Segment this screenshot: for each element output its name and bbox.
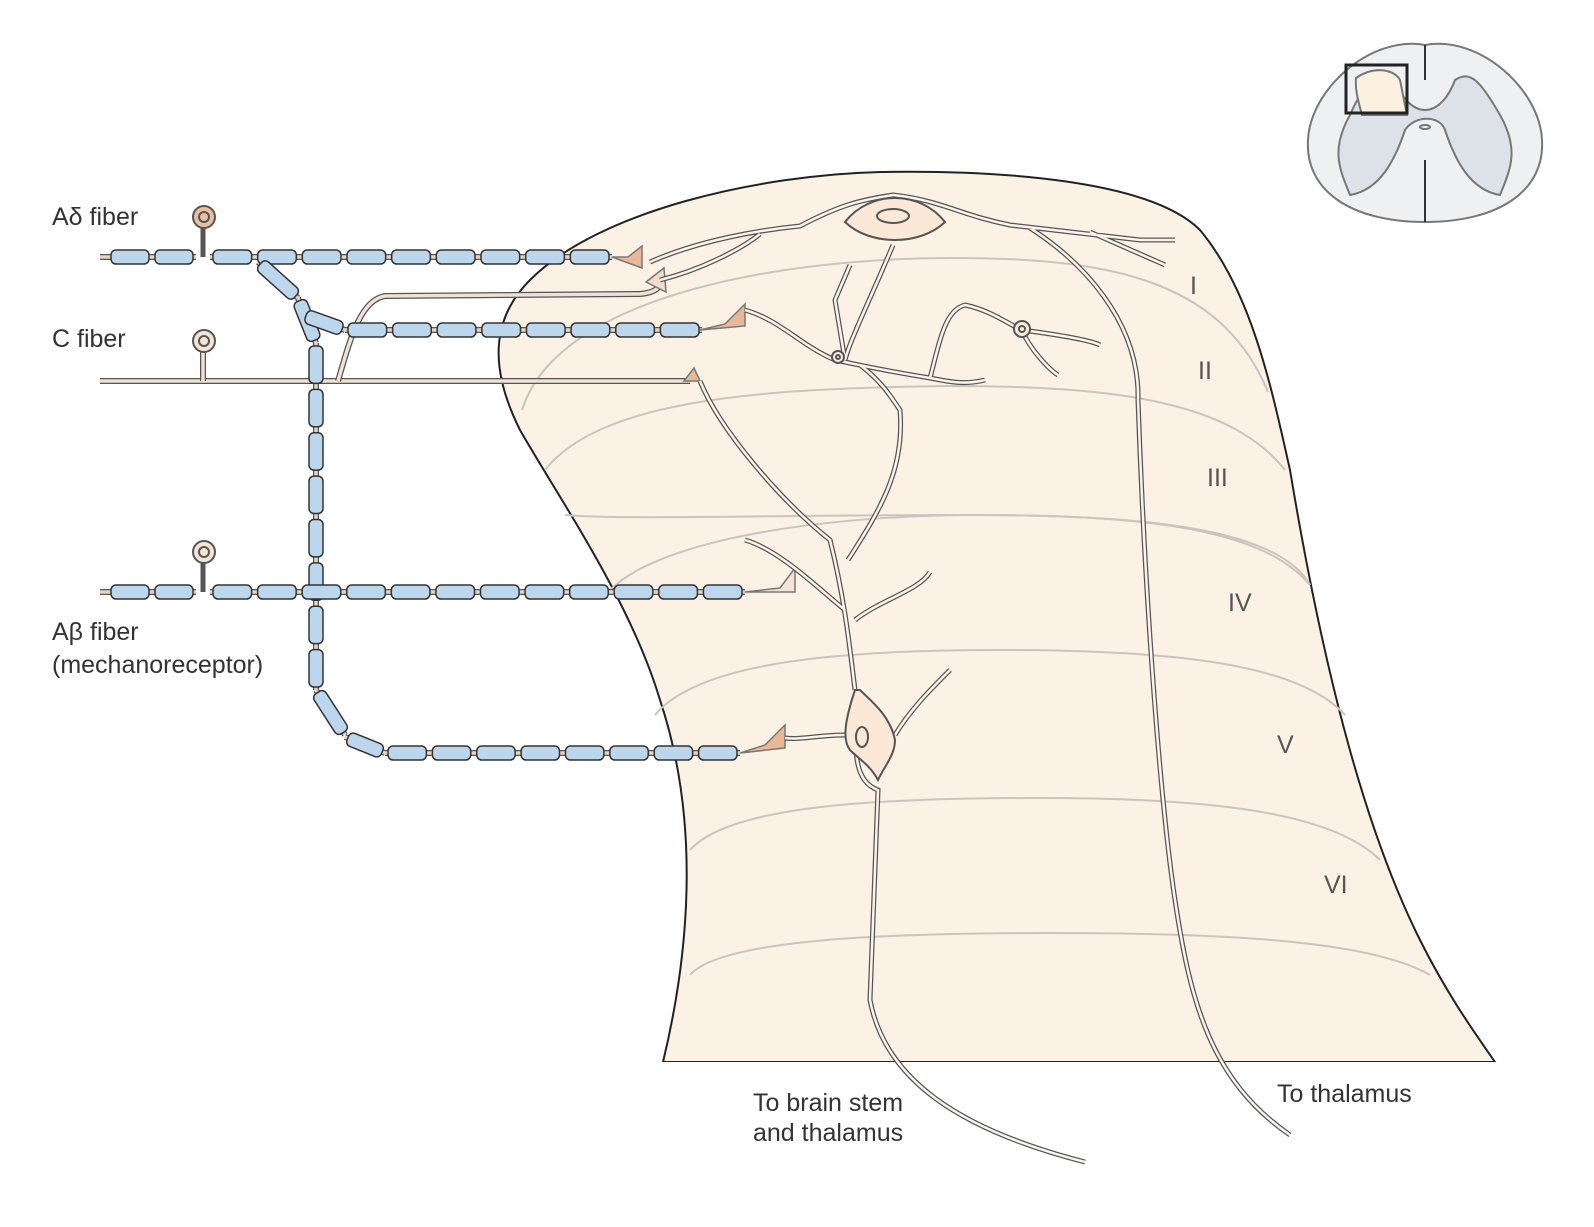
inset-highlight-box	[1344, 63, 1409, 115]
myelin-segment	[431, 745, 472, 761]
myelin-segment	[653, 745, 694, 761]
myelin-segment	[524, 249, 566, 265]
lamina-label-4: IV	[1228, 589, 1252, 617]
myelin-segment	[110, 249, 150, 265]
myelin-segment	[697, 745, 738, 761]
myelin-segment	[702, 584, 743, 600]
myelin-segment	[256, 260, 300, 300]
myelin-segment	[308, 605, 324, 645]
myelin-segment	[568, 584, 609, 600]
myelin-segment	[345, 584, 387, 600]
myelin-segment	[308, 518, 324, 558]
myelin-segment	[308, 345, 324, 385]
myelin-segment	[658, 584, 699, 600]
drg-cell-bodies	[192, 205, 216, 592]
myelin-segment	[154, 584, 194, 600]
myelin-segment	[481, 322, 522, 338]
myelin-segment	[312, 689, 349, 736]
myelin-segment	[387, 745, 428, 761]
myelin-segment	[308, 648, 324, 688]
myelin-segment	[659, 322, 700, 338]
myelin-segment	[520, 745, 561, 761]
myelin-segment	[390, 584, 431, 600]
myelin-segment	[212, 584, 253, 600]
dorsal-horn	[497, 170, 1497, 1063]
thalamus-output-label: To thalamus	[1277, 1080, 1412, 1108]
myelin-segment	[256, 584, 297, 600]
lamina-label-1: I	[1190, 272, 1197, 300]
myelin-segment	[110, 584, 150, 600]
myelin-segment	[613, 584, 654, 600]
myelin-segment	[345, 732, 385, 758]
myelin-segment	[308, 475, 324, 515]
lamina-label-5: V	[1277, 731, 1294, 759]
myelin-segment	[435, 249, 476, 265]
myelin-segment	[301, 249, 342, 265]
myelin-segment	[308, 432, 324, 471]
brainstem-output-label-2: and thalamus	[753, 1119, 904, 1147]
myelin-segment	[212, 249, 253, 265]
myelin-segment	[391, 322, 432, 338]
a-beta-fiber-label: Aβ fiber	[52, 618, 139, 646]
a-beta-fiber-sublabel: (mechanoreceptor)	[52, 651, 264, 679]
synaptic-terminals	[611, 244, 796, 754]
myelin-segment	[308, 388, 324, 428]
lamina-boundaries	[521, 256, 1431, 976]
myelin-segment	[436, 322, 477, 338]
c-fiber-label: C fiber	[52, 325, 126, 353]
myelin-segment	[435, 584, 476, 600]
myelin-segment	[570, 322, 611, 338]
myelin-segment	[480, 249, 521, 265]
myelin-segment	[346, 249, 387, 265]
myelin-segment	[304, 310, 344, 335]
myelin-segment	[569, 249, 610, 265]
myelin-segment	[524, 584, 565, 600]
myelin-segment	[615, 322, 656, 338]
brainstem-output-label-1: To brain stem	[753, 1089, 904, 1117]
lamina-label-2: II	[1198, 357, 1212, 385]
myelin-segment	[390, 249, 432, 265]
myelin-segment	[564, 745, 605, 761]
myelin-segment	[301, 584, 342, 600]
neuron-somas	[831, 197, 1031, 783]
lamina-label-3: III	[1207, 464, 1228, 492]
spinal-cord-cross-section-inset	[1306, 42, 1544, 224]
myelin-segment	[525, 322, 566, 338]
a-delta-fiber-label: Aδ fiber	[52, 203, 139, 231]
myelin-sheaths	[110, 249, 743, 761]
myelin-segment	[476, 745, 516, 761]
lamina-label-6: VI	[1324, 871, 1348, 899]
myelin-segment	[479, 584, 520, 600]
myelin-segment	[347, 322, 388, 338]
myelin-segment	[609, 745, 649, 761]
myelin-segment	[154, 249, 194, 265]
